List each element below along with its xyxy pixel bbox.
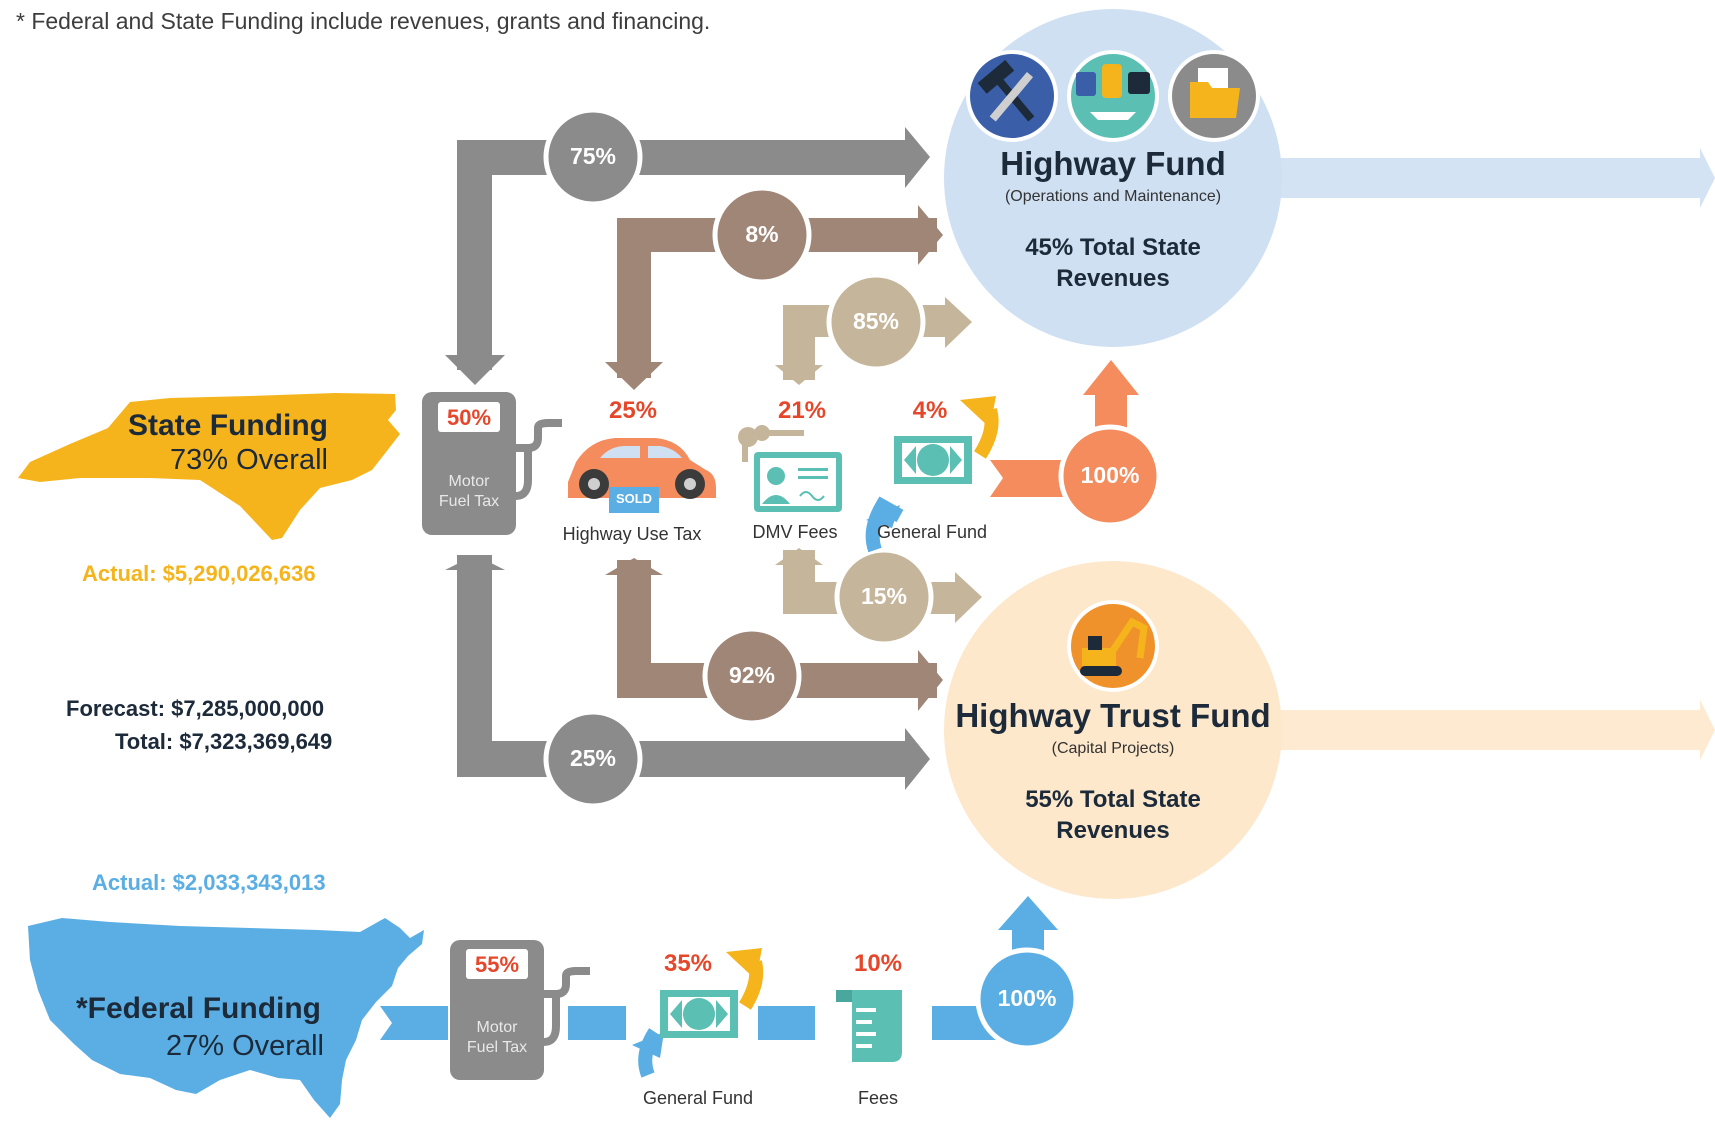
north-carolina-map (18, 393, 400, 540)
dmv-fees-label: DMV Fees (752, 522, 838, 542)
trust-fund-output-arrow (1165, 700, 1715, 760)
trust-fund-subtitle: (Capital Projects) (1051, 740, 1175, 757)
state-fuel-tax-label-2: Fuel Tax (438, 493, 500, 510)
split-fuel-bottom: 25% (569, 745, 617, 771)
state-funding-share: 73% Overall (170, 444, 328, 476)
split-dmv-top: 85% (852, 308, 900, 334)
state-fuel-tax-pct: 50% (446, 405, 492, 430)
cash-icon-federal (632, 948, 764, 1078)
general-fund-label: General Fund (876, 522, 988, 542)
split-circle-dmv-top (826, 272, 926, 372)
excavator-icon (1067, 600, 1159, 692)
highway-fund-revenue-2: Revenues (1056, 265, 1170, 292)
fuel-tax-flow-top (445, 127, 930, 385)
federal-general-fund-pct: 35% (663, 950, 713, 977)
split-general-fund: 100% (1080, 462, 1140, 488)
trust-fund-revenue-1: 55% Total State (1025, 786, 1201, 813)
state-total: Total: $7,323,369,649 (115, 729, 333, 754)
split-dmv-bottom: 15% (860, 583, 908, 609)
split-circle-general-fund (1058, 424, 1162, 528)
highway-use-tax-label: Highway Use Tax (562, 524, 702, 544)
highway-fund-output-arrow (1165, 148, 1715, 208)
hammer-wrench-icon (966, 50, 1058, 142)
federal-funding-share: 27% Overall (166, 1030, 324, 1062)
state-fuel-tax-label-1: Motor (448, 473, 490, 490)
footnote: * Federal and State Funding include reve… (16, 8, 711, 34)
usa-map (28, 918, 424, 1118)
split-circle-use-tax-top (712, 185, 812, 285)
highway-fund-subtitle: (Operations and Maintenance) (1004, 188, 1222, 205)
split-circle-dmv-bottom (834, 547, 934, 647)
trust-fund-revenue-2: Revenues (1056, 817, 1170, 844)
fuel-tax-flow-bottom (445, 555, 930, 790)
state-funding-title: State Funding (128, 409, 328, 442)
split-circle-use-tax-bottom (702, 626, 802, 726)
split-circle-fuel-top (543, 107, 643, 207)
folder-icon (1168, 50, 1260, 142)
split-circle-fuel-bottom (543, 709, 643, 809)
split-use-tax-top: 8% (745, 221, 779, 247)
federal-actual: Actual: $2,033,343,013 (92, 870, 326, 895)
federal-fuel-tax-pct: 55% (474, 952, 520, 977)
federal-fees-pct: 10% (853, 950, 903, 977)
fuel-pump-icon-state (422, 392, 562, 535)
trust-fund-circle (944, 561, 1282, 899)
car-icon (568, 438, 716, 513)
state-actual: Actual: $5,290,026,636 (82, 561, 316, 586)
federal-fuel-tax-label-2: Fuel Tax (466, 1039, 528, 1056)
general-fund-pct: 4% (912, 397, 948, 424)
state-forecast: Forecast: $7,285,000,000 (66, 696, 325, 721)
federal-fees-label: Fees (857, 1088, 899, 1108)
split-fuel-top: 75% (569, 143, 617, 169)
cash-icon-state (865, 396, 999, 553)
transit-modes-icon (1067, 50, 1159, 142)
federal-fuel-tax-label-1: Motor (476, 1019, 518, 1036)
highway-fund-revenue-1: 45% Total State (1025, 234, 1201, 261)
fuel-pump-icon-federal (450, 940, 590, 1080)
highway-use-tax-pct: 25% (608, 397, 658, 424)
dmv-fees-pct: 21% (777, 397, 827, 424)
receipt-icon (836, 990, 902, 1062)
sold-tag: SOLD (615, 491, 653, 506)
keys-icon (738, 425, 804, 462)
trust-fund-title: Highway Trust Fund (955, 697, 1271, 734)
license-card-icon (754, 452, 842, 512)
split-circle-federal (975, 947, 1079, 1051)
split-use-tax-bottom: 92% (728, 662, 776, 688)
split-federal: 100% (997, 985, 1057, 1011)
federal-general-fund-label: General Fund (642, 1088, 754, 1108)
highway-fund-title: Highway Fund (1000, 145, 1226, 182)
federal-funding-title: *Federal Funding (76, 992, 322, 1025)
